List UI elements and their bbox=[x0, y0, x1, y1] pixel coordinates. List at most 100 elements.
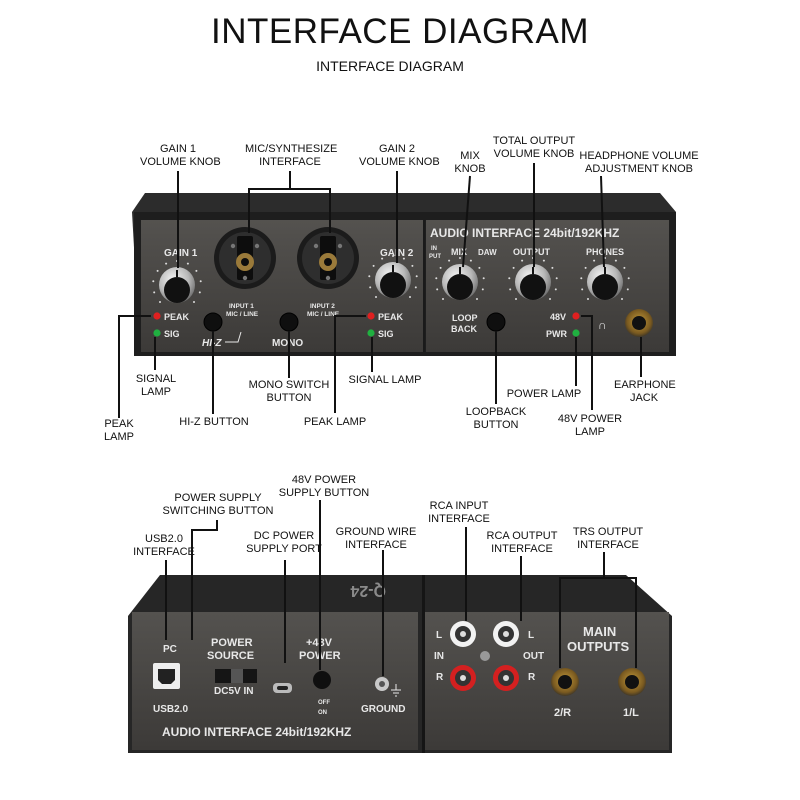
callout-rca-input: RCA INPUT INTERFACE bbox=[424, 500, 494, 526]
front-header-text: AUDIO INTERFACE 24bit/192KHZ bbox=[430, 226, 619, 240]
knob-tick-dot bbox=[435, 277, 438, 280]
callout-gain2: GAIN 2 VOLUME KNOB bbox=[359, 143, 440, 169]
mix-knob[interactable] bbox=[442, 264, 478, 300]
knob-tick-dot bbox=[554, 288, 557, 291]
callout-signal1-line1: SIGNAL bbox=[135, 373, 177, 385]
callout-earphone-jack: EARPHONE JACK bbox=[614, 379, 676, 405]
callout-peak1-line1: PEAK bbox=[104, 418, 134, 430]
48v-power-button[interactable] bbox=[313, 671, 331, 689]
model-text: Q-24 bbox=[350, 582, 386, 599]
loopback-text-line1: LOOP bbox=[452, 313, 478, 323]
mix-label: MIX bbox=[451, 247, 467, 257]
main-outputs-line2: OUTPUTS bbox=[567, 639, 629, 654]
trs-output-1l-jack[interactable] bbox=[618, 668, 646, 696]
input1-label-line1: INPUT 1 bbox=[229, 303, 254, 310]
input1-combo-jack[interactable] bbox=[214, 227, 276, 289]
rca-l-left: L bbox=[436, 630, 442, 641]
on-text: ON bbox=[318, 710, 327, 716]
dc-power-port[interactable] bbox=[273, 683, 292, 693]
phones-knob[interactable] bbox=[587, 264, 623, 300]
knob-tick-dot bbox=[509, 288, 512, 291]
rca-out-left-jack[interactable] bbox=[493, 621, 519, 647]
output-label: OUTPUT bbox=[513, 247, 551, 257]
callout-total-output: TOTAL OUTPUT VOLUME KNOB bbox=[489, 135, 579, 161]
callout-gain2-line1: GAIN 2 bbox=[378, 143, 416, 155]
mono-button[interactable] bbox=[279, 312, 299, 332]
callout-mic: MIC/SYNTHESIZE INTERFACE bbox=[245, 143, 337, 169]
callout-trs-line2: INTERFACE bbox=[577, 539, 639, 551]
ground-terminal[interactable] bbox=[375, 677, 401, 697]
knob-tick-dot bbox=[375, 296, 377, 298]
callout-48v-button: 48V POWER SUPPLY BUTTON bbox=[274, 474, 374, 500]
power-source-switch[interactable] bbox=[215, 669, 257, 683]
callout-mic-line2: INTERFACE bbox=[259, 156, 321, 168]
rca-screw bbox=[480, 651, 490, 661]
knob-tick-dot bbox=[478, 266, 481, 269]
callout-mono-line1: MONO SWITCH bbox=[248, 379, 330, 391]
dc5v-text: DC5V IN bbox=[214, 686, 253, 697]
input2-combo-jack[interactable] bbox=[297, 227, 359, 289]
out-1l-text: 1/L bbox=[623, 707, 639, 719]
knob-tick-dot bbox=[186, 262, 189, 265]
callout-peak-lamp-1: PEAK LAMP bbox=[96, 418, 142, 444]
callout-mono-switch: MONO SWITCH BUTTON bbox=[244, 379, 334, 405]
callout-earphone-line1: EARPHONE bbox=[614, 379, 676, 391]
knob-tick-dot bbox=[411, 264, 414, 267]
gain1-knob[interactable] bbox=[159, 267, 195, 303]
callout-gain2-line2: VOLUME KNOB bbox=[359, 156, 440, 168]
diagram-subtitle: INTERFACE DIAGRAM bbox=[316, 58, 464, 74]
front-callout-lines bbox=[118, 163, 642, 418]
rca-out-right-jack[interactable] bbox=[493, 665, 519, 691]
callout-dc-line2: SUPPLY PORT bbox=[246, 543, 322, 555]
knob-tick-dot bbox=[198, 291, 201, 294]
knob-tick-dot bbox=[587, 298, 589, 300]
trs-output-2r-jack[interactable] bbox=[551, 668, 579, 696]
peak1-led bbox=[153, 312, 161, 320]
loopback-button[interactable] bbox=[486, 312, 506, 332]
rca-in-left-jack[interactable] bbox=[450, 621, 476, 647]
callout-rcaout-line1: RCA OUTPUT bbox=[486, 530, 558, 542]
knob-tick-dot bbox=[392, 255, 394, 257]
knob-tick-dot bbox=[469, 259, 472, 262]
knob-tick-dot bbox=[165, 262, 168, 265]
peak1-text: PEAK bbox=[164, 312, 190, 322]
knob-tick-dot bbox=[584, 266, 587, 269]
48v-led bbox=[572, 312, 580, 320]
callout-signal2-line1: SIGNAL LAMP bbox=[348, 374, 422, 386]
knob-tick-dot bbox=[549, 298, 551, 300]
rca-in-right-jack[interactable] bbox=[450, 665, 476, 691]
knob-tick-dot bbox=[372, 264, 375, 267]
callout-power-switch: POWER SUPPLY SWITCHING BUTTON bbox=[162, 492, 274, 518]
callout-mix-line2: KNOB bbox=[454, 163, 486, 175]
pwr-led bbox=[572, 329, 580, 337]
callout-mix-line1: MIX bbox=[460, 150, 480, 162]
knob-tick-dot bbox=[512, 266, 515, 269]
knob-tick-dot bbox=[193, 301, 195, 303]
headphone-jack[interactable] bbox=[625, 309, 653, 337]
knob-tick-dot bbox=[481, 288, 484, 291]
peak2-led bbox=[367, 312, 375, 320]
callout-signal-lamp-1: SIGNAL LAMP bbox=[128, 373, 184, 399]
knob-tick-dot bbox=[593, 259, 596, 262]
power-source-line2: SOURCE bbox=[207, 650, 254, 662]
knob-tick-dot bbox=[459, 257, 461, 259]
callout-headphone-line2: ADJUSTMENT KNOB bbox=[585, 163, 693, 175]
input2-label-line2: MIC / LINE bbox=[307, 311, 340, 318]
callout-loopback-line1: LOOPBACK bbox=[465, 406, 527, 418]
off-text: OFF bbox=[318, 700, 330, 706]
knob-tick-dot bbox=[515, 298, 517, 300]
callout-48v-line2: LAMP bbox=[575, 426, 605, 438]
gain2-knob[interactable] bbox=[375, 262, 411, 298]
output-knob[interactable] bbox=[515, 264, 551, 300]
hiz-button[interactable] bbox=[203, 312, 223, 332]
peak2-text: PEAK bbox=[378, 312, 404, 322]
callout-power-line1: POWER LAMP bbox=[506, 388, 582, 400]
usb-port[interactable] bbox=[153, 663, 180, 689]
callout-peak1-line2: LAMP bbox=[104, 431, 134, 443]
rca-in-text: IN bbox=[434, 651, 444, 662]
callout-power-lamp: POWER LAMP bbox=[502, 388, 586, 401]
callout-signal-lamp-2: SIGNAL LAMP bbox=[340, 374, 430, 387]
back-callout-lines bbox=[165, 500, 637, 676]
callout-p48-line2: SUPPLY BUTTON bbox=[278, 487, 370, 499]
sig2-text: SIG bbox=[378, 329, 394, 339]
